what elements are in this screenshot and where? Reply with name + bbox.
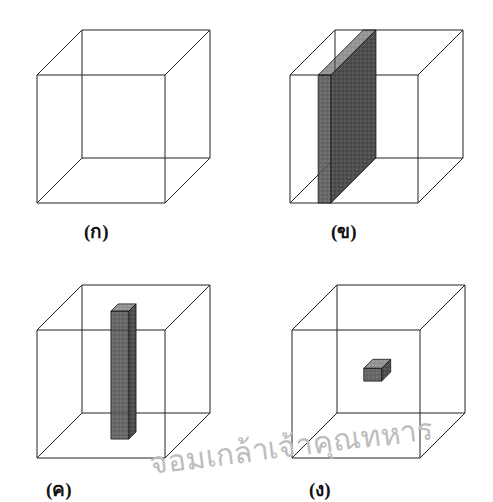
cube-depth-edge [418,30,463,75]
cube-depth-edge [165,285,210,330]
shaded-region [318,75,331,203]
cube-depth-edge [37,413,82,458]
figure-label: (ก) [84,216,109,246]
cube-depth-edge [165,30,210,75]
wire-cube [290,30,463,203]
cube-depth-edge [165,158,210,203]
cube-depth-edge [292,285,337,330]
cube-back-face [82,30,210,158]
wire-cube [37,30,210,203]
cube-depth-edge [418,158,463,203]
shaded-region [111,311,129,439]
shaded-region [111,304,136,311]
shaded-region [129,304,136,439]
figure-label: (ข) [331,216,357,246]
shaded-region [364,359,391,368]
cube-front-face [37,75,165,203]
figure-label: (ง) [309,474,331,502]
shaded-region [318,30,376,75]
cube-back-face [82,285,210,413]
cube-back-face [337,285,465,413]
wire-cube [37,285,210,458]
cube-depth-edge [37,285,82,330]
figure-label: (ค) [46,474,72,502]
cube-depth-edge [37,158,82,203]
watermark: จอมเกล้าเจ้าคุณทหาร [147,405,436,486]
cube-front-face [37,330,165,458]
cube-depth-edge [420,285,465,330]
shaded-region [364,368,382,381]
cube-depth-edge [37,30,82,75]
